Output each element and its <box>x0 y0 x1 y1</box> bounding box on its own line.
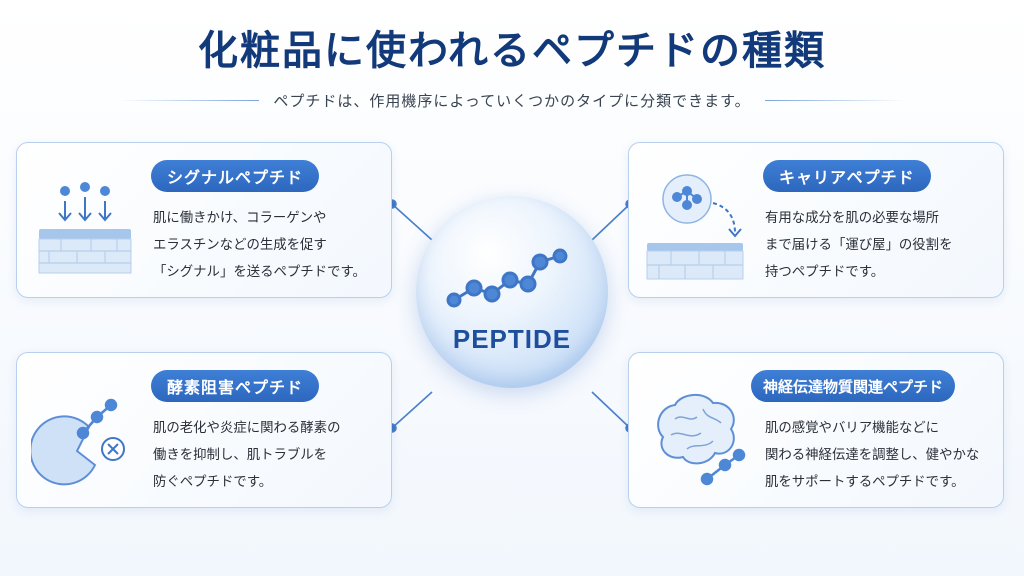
connector-neuro <box>591 391 631 429</box>
brain-neuro-icon <box>657 394 746 486</box>
connector-enzyme <box>391 391 433 429</box>
connector-signal <box>391 203 433 241</box>
page-subtitle: ペプチドは、作用機序によっていくつかのタイプに分類できます。 <box>273 91 751 110</box>
card-desc-neuro: 肌の感覚やバリア機能などに 関わる神経伝達を調整し、健やかな 肌をサポートするペ… <box>765 415 997 496</box>
enzyme-inhibition-icon <box>31 398 125 486</box>
center-label: PEPTIDE <box>452 324 572 354</box>
card-desc-signal: 肌に働きかけ、コラーゲンや エラスチンなどの生成を促す 「シグナル」を送るペプチ… <box>153 205 385 286</box>
desc-line: 肌に働きかけ、コラーゲンや <box>153 211 327 226</box>
desc-line: 防ぐペプチドです。 <box>153 475 273 490</box>
skin-signal-arrows-icon <box>38 182 132 274</box>
card-desc-enzyme: 肌の老化や炎症に関わる酵素の 働きを抑制し、肌トラブルを 防ぐペプチドです。 <box>153 415 385 496</box>
desc-line: 「シグナル」を送るペプチドです。 <box>153 265 366 280</box>
card-title-enzyme: 酵素阻害ペプチド <box>151 370 320 402</box>
card-enzyme-inhibitor-peptide: 酵素阻害ペプチド 肌の老化や炎症に関わる酵素の 働きを抑制し、肌トラブルを 防ぐ… <box>16 352 392 508</box>
desc-line: エラスチンなどの生成を促す <box>153 238 327 253</box>
molecule-delivery-icon <box>646 174 744 280</box>
desc-line: 肌の老化や炎症に関わる酵素の <box>153 421 341 436</box>
card-carrier-peptide: キャリアペプチド 有用な成分を肌の必要な場所 まで届ける「運び屋」の役割を 持つ… <box>628 142 1004 298</box>
subtitle-rule-left <box>119 99 260 101</box>
subtitle-row: ペプチドは、作用機序によっていくつかのタイプに分類できます。 <box>0 88 1024 112</box>
desc-line: 関わる神経伝達を調整し、健やかな <box>765 448 980 463</box>
desc-line: 働きを抑制し、肌トラブルを <box>153 448 328 463</box>
desc-line: 有用な成分を肌の必要な場所 <box>765 211 940 226</box>
subtitle-rule-right <box>764 99 905 101</box>
desc-line: 持つペプチドです。 <box>765 265 885 280</box>
card-desc-carrier: 有用な成分を肌の必要な場所 まで届ける「運び屋」の役割を 持つペプチドです。 <box>765 205 997 286</box>
desc-line: 肌をサポートするペプチドです。 <box>765 475 965 490</box>
desc-line: まで届ける「運び屋」の役割を <box>765 238 953 253</box>
page-title: 化粧品に使われるペプチドの種類 <box>198 27 826 74</box>
peptide-chain-icon <box>446 248 568 308</box>
desc-line: 肌の感覚やバリア機能などに <box>765 421 940 436</box>
card-title-carrier: キャリアペプチド <box>763 160 931 192</box>
card-title-neuro: 神経伝達物質関連ペプチド <box>751 370 956 402</box>
card-title-signal: シグナルペプチド <box>151 160 320 192</box>
connector-carrier <box>591 203 631 241</box>
card-signal-peptide: シグナルペプチド 肌に働きかけ、コラーゲンや エラスチンなどの生成を促す 「シグ… <box>16 142 392 298</box>
peptide-sphere: PEPTIDE <box>416 196 608 388</box>
card-neurotransmitter-peptide: 神経伝達物質関連ペプチド 肌の感覚やバリア機能などに 関わる神経伝達を調整し、健… <box>628 352 1004 508</box>
